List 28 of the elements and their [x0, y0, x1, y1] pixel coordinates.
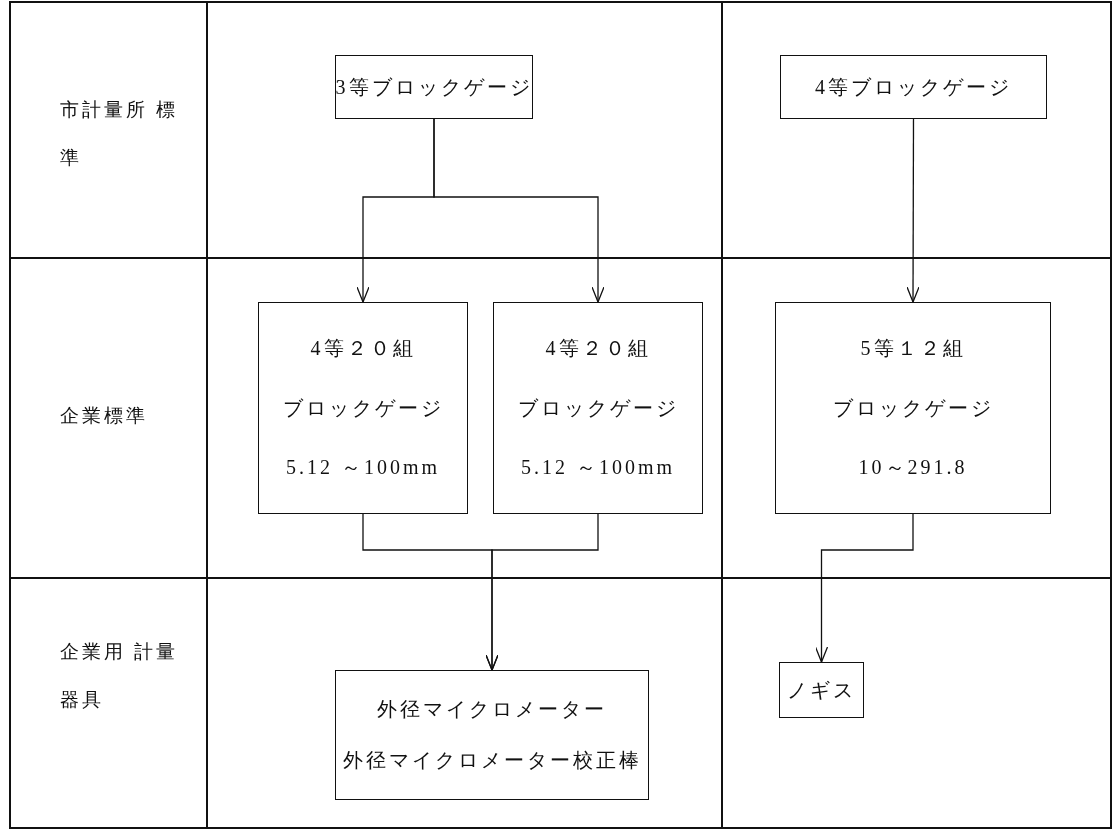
box-text: 5.12 ～100mm: [285, 454, 441, 480]
process-box: [779, 662, 864, 718]
box-text: 4等２０組: [545, 336, 651, 362]
arrow: [906, 118, 920, 303]
box-text: 外径マイクロメーター: [377, 696, 607, 722]
box-text: 4等２０組: [310, 336, 416, 362]
row-header: 企業標準: [60, 404, 149, 428]
box-text: ブロックゲージ: [832, 395, 994, 421]
process-box: [780, 55, 1047, 119]
box-text: ブロックゲージ: [517, 395, 679, 421]
arrow: [814, 513, 914, 663]
process-box: [335, 670, 649, 800]
process-box: [335, 55, 533, 119]
arrow: [433, 118, 605, 303]
arrow: [485, 513, 599, 671]
row-header: 市計量所 標準: [60, 98, 179, 170]
process-box: [258, 302, 468, 514]
box-text: 3等ブロックゲージ: [335, 74, 533, 100]
process-box: [775, 302, 1051, 514]
box-text: 10～291.8: [858, 454, 968, 480]
box-text: 4等ブロックゲージ: [815, 74, 1012, 100]
row-header: 企業用 計量器具: [60, 640, 179, 712]
box-text: 外径マイクロメーター校正棒: [342, 748, 642, 774]
box-text: ノギス: [787, 677, 856, 703]
box-text: 5等１２組: [860, 336, 966, 362]
box-text: ブロックゲージ: [282, 395, 444, 421]
process-box: [493, 302, 703, 514]
box-text: 5.12 ～100mm: [520, 454, 676, 480]
